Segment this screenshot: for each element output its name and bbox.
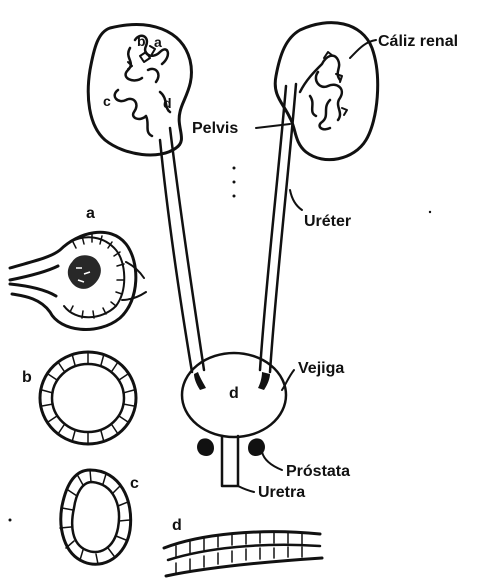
- kidney-letter-a: a: [154, 34, 162, 50]
- section-a-tubule: a: [10, 205, 146, 329]
- label-uretra: Uretra: [258, 484, 305, 501]
- section-b-cross-section: b: [22, 352, 136, 444]
- bladder-letter-d: d: [229, 385, 239, 402]
- section-letter-a: a: [86, 205, 95, 222]
- bladder: d: [182, 353, 286, 437]
- kidney-letter-c: c: [103, 93, 111, 109]
- label-vejiga: Vejiga: [298, 360, 344, 377]
- left-kidney: b a c d: [88, 25, 191, 155]
- label-prostata: Próstata: [286, 463, 350, 480]
- urethra: [222, 436, 238, 486]
- section-d-strip: d: [164, 517, 322, 576]
- label-pelvis: Pelvis: [192, 120, 238, 137]
- left-ureter: [160, 128, 204, 372]
- label-ureter: Uréter: [304, 213, 351, 230]
- kidney-letter-b: b: [137, 33, 146, 49]
- label-caliz-renal: Cáliz renal: [378, 33, 458, 50]
- center-dots: [9, 167, 432, 522]
- prostate: [197, 438, 265, 456]
- leader-lines: [238, 40, 376, 492]
- section-letter-c: c: [130, 475, 139, 492]
- section-letter-d: d: [172, 517, 182, 534]
- section-c-cross-section: c: [60, 470, 139, 564]
- section-letter-b: b: [22, 369, 32, 386]
- kidney-letter-d: d: [163, 95, 172, 111]
